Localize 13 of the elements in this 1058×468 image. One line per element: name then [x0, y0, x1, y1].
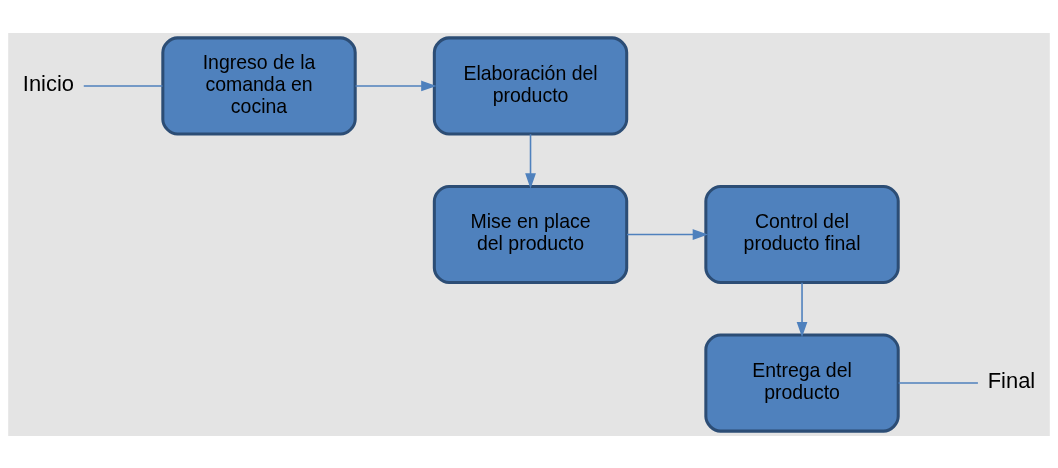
node-box: Ingreso de la comanda en cocina [161, 35, 357, 136]
arrow [354, 80, 437, 91]
arrow [796, 281, 808, 337]
node-box: Elaboración del producto [432, 35, 629, 136]
node-box: Entrega del producto [704, 332, 900, 433]
arrow [525, 132, 536, 189]
node-box: Control del producto final [704, 184, 900, 284]
node-text: Final [987, 367, 1036, 393]
node-box: Mise en place del producto [432, 184, 629, 284]
node-text: Inicio [22, 70, 74, 96]
connector [82, 84, 164, 87]
connector [897, 381, 979, 384]
arrow [626, 228, 709, 240]
